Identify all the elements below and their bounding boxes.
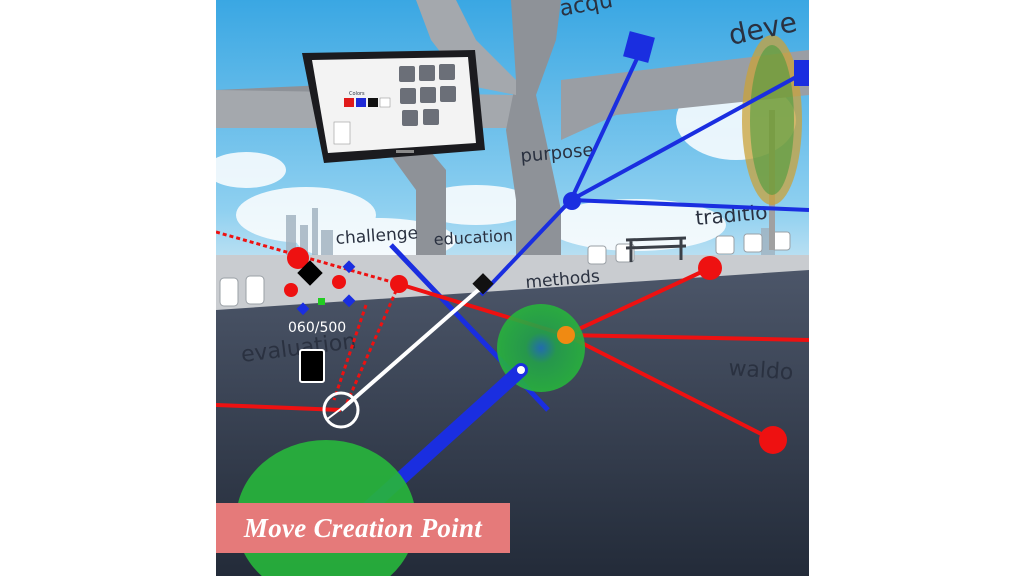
vr-scene: Colors acqu deve purpose traditio challe… — [216, 0, 809, 576]
tablet-colors-label: Colors — [349, 91, 365, 97]
red-node-evaluation[interactable] — [390, 275, 408, 293]
controller-pointer[interactable] — [322, 273, 494, 429]
tablet-panel[interactable]: Colors — [302, 50, 485, 163]
blue-cube-node[interactable] — [623, 31, 655, 63]
label-education: education — [433, 226, 513, 249]
label-waldorf: waldo — [728, 356, 795, 385]
transform-gizmo[interactable] — [284, 247, 356, 316]
tablet-color-swatches[interactable] — [344, 97, 391, 108]
vr-viewport: Colors acqu deve purpose traditio challe… — [216, 0, 809, 576]
blue-hub-node[interactable] — [563, 192, 581, 210]
orange-hub-node[interactable] — [557, 326, 575, 344]
bench — [625, 236, 687, 262]
blue-cube-node-edge[interactable] — [794, 60, 809, 86]
card-marker[interactable] — [299, 349, 325, 383]
tablet-home-indicator — [396, 150, 414, 153]
red-dotted-links — [216, 230, 401, 406]
red-node-methods[interactable] — [698, 256, 722, 280]
tablet-preview-card[interactable] — [333, 121, 351, 145]
beam-tip — [517, 366, 525, 374]
vertex-counter: 060/500 — [288, 320, 347, 336]
wall-windows — [219, 231, 791, 307]
caption-banner: Move Creation Point — [216, 503, 510, 553]
tablet-shape-grid[interactable] — [399, 64, 456, 126]
red-node-lower[interactable] — [759, 426, 787, 454]
